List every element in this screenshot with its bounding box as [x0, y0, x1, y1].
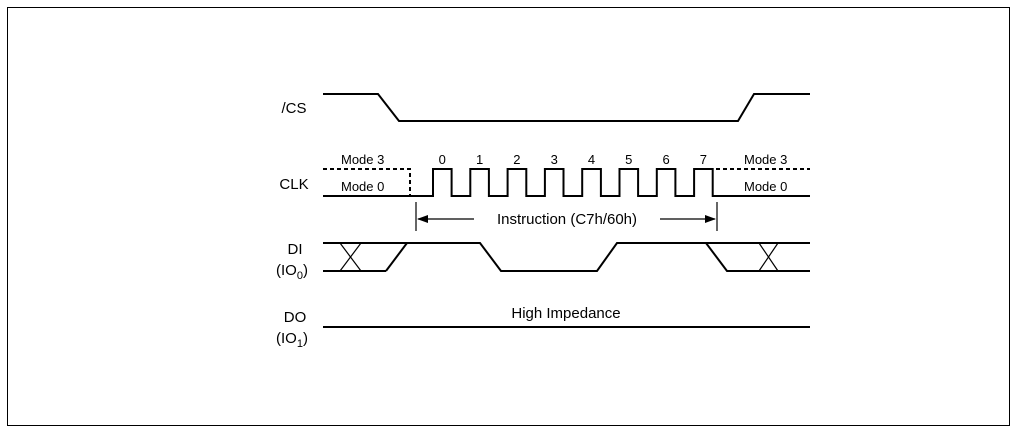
- cs-waveform: [323, 93, 810, 122]
- instruction-label: Instruction (C7h/60h): [497, 211, 637, 228]
- di-sub-index: 0: [297, 270, 303, 282]
- clk-label: CLK: [279, 176, 308, 193]
- do-sub-index: 1: [297, 338, 303, 350]
- high-impedance-label: High Impedance: [511, 305, 620, 322]
- di-sub-label: (IO0): [276, 262, 308, 282]
- di-waveform: [323, 242, 810, 272]
- clk-bit-number: 6: [662, 152, 669, 167]
- clk-bit-numbers: 0 1 2 3 4 5 6 7: [439, 152, 707, 167]
- do-label: DO: [284, 309, 307, 326]
- clk-bit-number: 1: [476, 152, 483, 167]
- clk-bit-number: 0: [439, 152, 446, 167]
- di-label: DI: [288, 241, 303, 258]
- clk-bit-number: 3: [551, 152, 558, 167]
- clk-mode3-left: Mode 3: [341, 152, 384, 167]
- di-sub-prefix: (IO: [276, 262, 297, 279]
- clk-mode0-right: Mode 0: [744, 179, 787, 194]
- clk-waveform: [323, 168, 810, 197]
- clk-bit-number: 2: [513, 152, 520, 167]
- clk-mode3-left-dashed: [323, 168, 411, 196]
- clk-mode3-right: Mode 3: [744, 152, 787, 167]
- clk-bit-number: 4: [588, 152, 595, 167]
- clk-bit-number: 5: [625, 152, 632, 167]
- do-sub-label: (IO1): [276, 330, 308, 350]
- cs-label: /CS: [281, 100, 306, 117]
- instruction-left-arrowhead: [417, 215, 428, 223]
- clk-bit-number: 7: [700, 152, 707, 167]
- diagram-frame: [7, 7, 1010, 426]
- clk-mode0-left: Mode 0: [341, 179, 384, 194]
- instruction-right-arrowhead: [705, 215, 716, 223]
- do-sub-prefix: (IO: [276, 330, 297, 347]
